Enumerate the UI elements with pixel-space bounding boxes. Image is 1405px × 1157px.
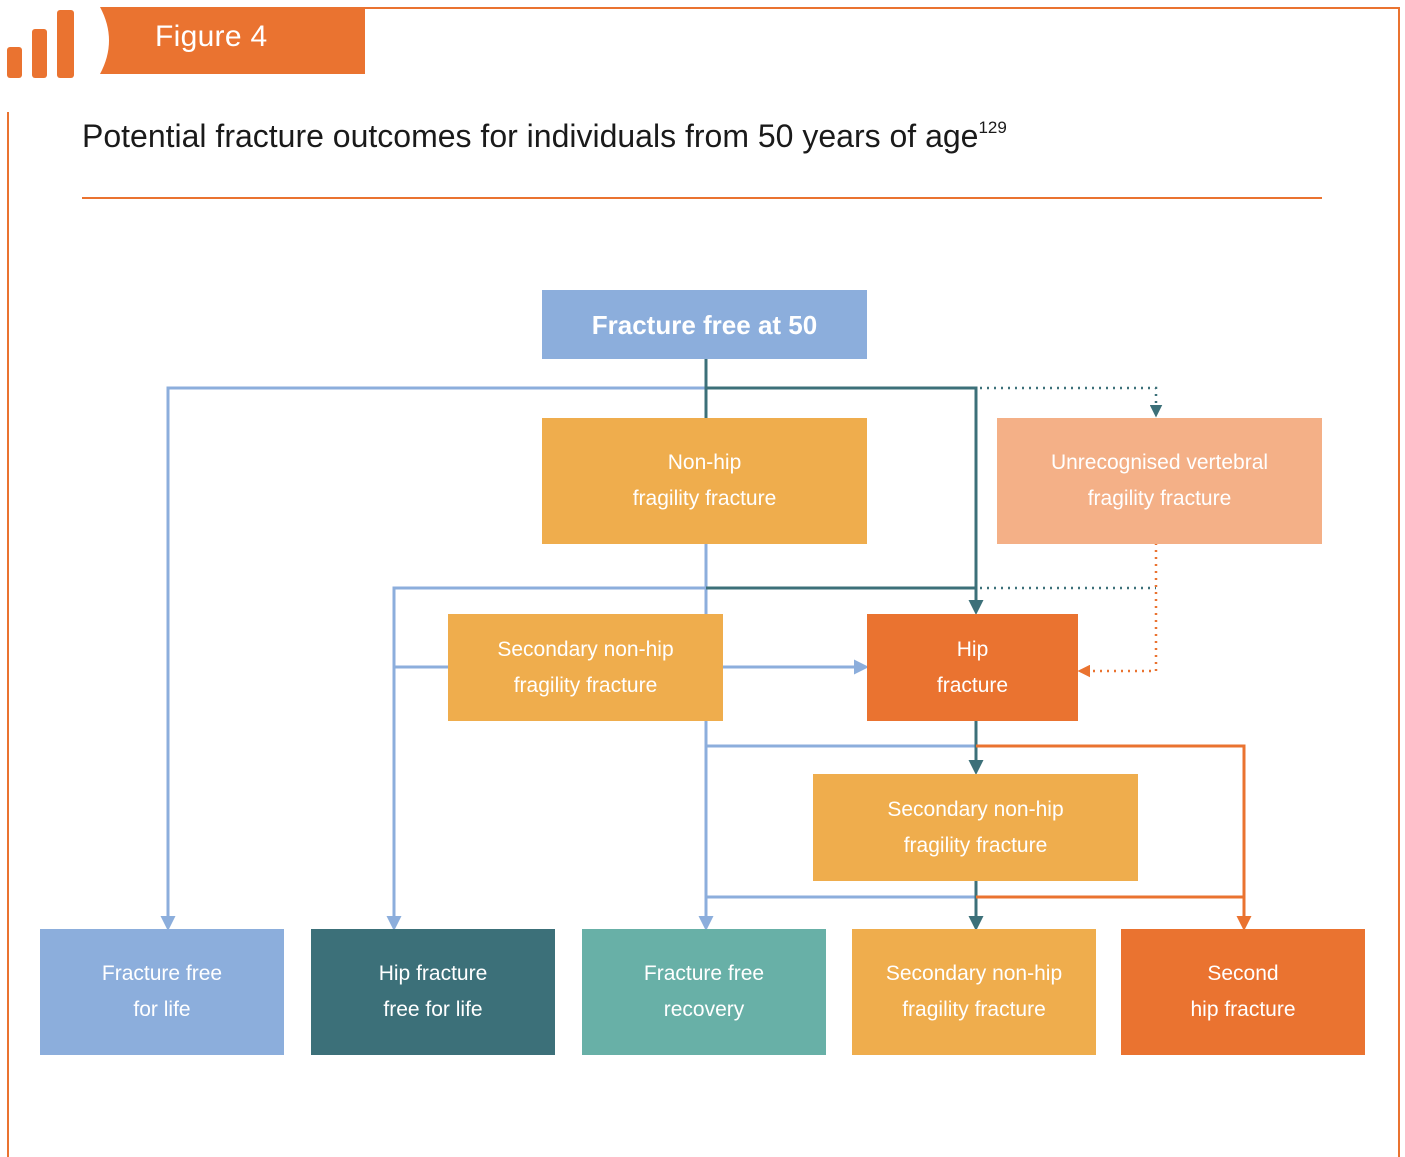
node-label-line1: Secondary non-hip — [887, 797, 1064, 821]
outcome-label-line1: Hip fracture — [378, 962, 488, 985]
outcome-label-line2: for life — [133, 998, 191, 1021]
outcome-fracture-free-for-life: Fracture free for life — [40, 929, 284, 1055]
outcome-label-line2: hip fracture — [1190, 998, 1296, 1021]
frame-left-border — [7, 112, 9, 1157]
figure-label: Figure 4 — [155, 20, 268, 53]
outcome-label-line1: Fracture free — [643, 962, 765, 985]
connector-start-to-vertebral — [980, 386, 1163, 418]
node-label-line2: fragility fracture — [903, 833, 1048, 857]
connector-vertebral-to-hip — [1077, 543, 1158, 678]
outcome-hip-fracture-free-for-life: Hip fracture free for life — [311, 929, 555, 1055]
figure-title-reference: 129 — [978, 118, 1007, 137]
connector-to-hip-free-life — [386, 586, 706, 931]
node-label-line1: Non-hip — [667, 451, 742, 474]
node-label-line2: fracture — [936, 673, 1009, 697]
outcome-secondary-non-hip-fracture: Secondary non-hip fragility fracture — [852, 929, 1096, 1055]
node-secondary-non-hip-mid: Secondary non-hip fragility fracture — [813, 774, 1138, 881]
figure-title-text: Potential fracture outcomes for individu… — [82, 118, 979, 154]
bar-chart-icon — [7, 10, 74, 78]
node-label: Fracture free at 50 — [591, 309, 818, 340]
connector-start-to-fracture-free-life — [160, 386, 706, 931]
title-divider — [82, 197, 1322, 199]
node-secondary-non-hip-left: Secondary non-hip fragility fracture — [448, 614, 723, 721]
outcome-label-line1: Secondary non-hip — [885, 962, 1063, 985]
frame-top-border — [365, 7, 1399, 9]
node-unrecognised-vertebral-fracture: Unrecognised vertebral fragility fractur… — [997, 418, 1322, 544]
outcome-second-hip-fracture: Second hip fracture — [1121, 929, 1365, 1055]
connector-start-to-hip — [706, 386, 984, 615]
node-fracture-free-at-50: Fracture free at 50 — [542, 290, 867, 359]
node-label-line2: fragility fracture — [632, 487, 777, 510]
outcome-label-line2: free for life — [383, 998, 483, 1021]
frame-right-border — [1398, 7, 1400, 1157]
node-label-line2: fragility fracture — [1087, 487, 1232, 510]
figure-title: Potential fracture outcomes for individu… — [82, 118, 1007, 155]
node-hip-fracture: Hip fracture — [867, 614, 1078, 721]
connector-hip-to-second-hip — [976, 744, 1252, 931]
node-label-line2: fragility fracture — [513, 673, 658, 697]
outcome-fracture-free-recovery: Fracture free recovery — [582, 929, 826, 1055]
figure-tab — [100, 7, 365, 74]
outcome-label-line1: Second — [1207, 962, 1279, 985]
outcome-label-line2: fragility fracture — [902, 998, 1046, 1021]
node-label-line1: Hip — [956, 637, 989, 661]
outcome-label-line1: Fracture free — [101, 962, 223, 985]
node-label-line1: Unrecognised vertebral — [1050, 451, 1269, 474]
node-non-hip-fragility-fracture: Non-hip fragility fracture — [542, 418, 867, 544]
node-label-line1: Secondary non-hip — [497, 637, 674, 661]
outcome-label-line2: recovery — [663, 998, 745, 1021]
